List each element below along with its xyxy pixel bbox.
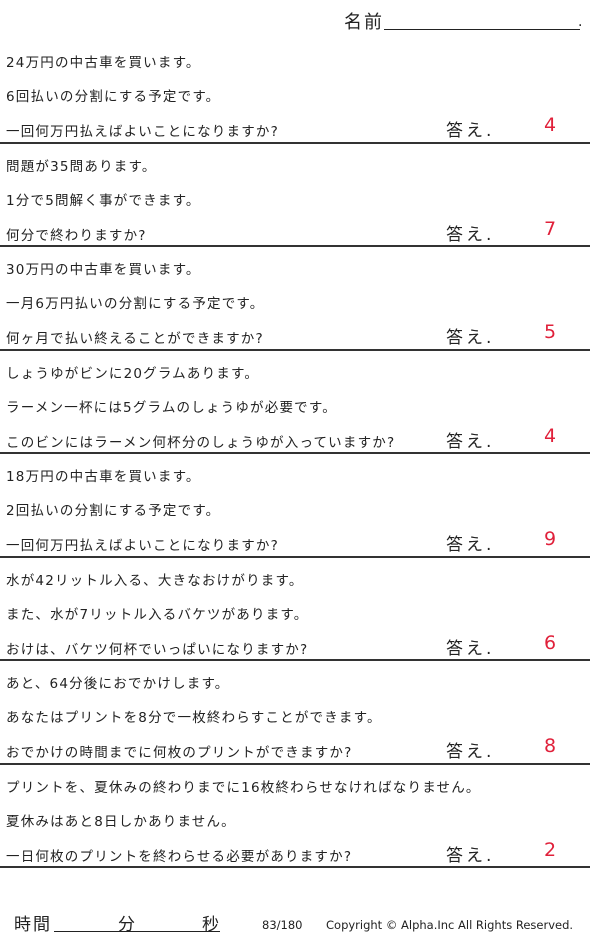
name-field: 名前 . xyxy=(344,8,584,33)
problem-6: 水が42リットル入る、大きなおけがります。 また、水が7リットル入るバケツがあり… xyxy=(0,558,590,661)
time-label: 時間 xyxy=(14,915,52,935)
problem-7: あと、64分後におでかけします。 あなたはプリントを8分で一枚終わらすことができ… xyxy=(0,661,590,765)
problem-question: 一回何万円払えばよいことになりますか? xyxy=(6,124,279,140)
problem-line: 夏休みはあと8日しかありません。 xyxy=(6,813,236,830)
problem-8: プリントを、夏休みの終わりまでに16枚終わらせなければなりません。 夏休みはあと… xyxy=(0,765,590,868)
answer-label: 答え. xyxy=(446,121,495,141)
problem-question: このビンにはラーメン何杯分のしょうゆが入っていますか? xyxy=(6,434,396,451)
answer-value: 6 xyxy=(544,631,557,654)
problem-question: 何分で終わりますか? xyxy=(6,227,147,244)
answer-label: 答え. xyxy=(446,535,495,555)
problem-list: 24万円の中古車を買います。 6回払いの分割にする予定です。 一回何万円払えばよ… xyxy=(0,40,590,868)
name-label: 名前 xyxy=(344,12,384,33)
problem-line: 問題が35問あります。 xyxy=(6,158,157,175)
problem-1: 24万円の中古車を買います。 6回払いの分割にする予定です。 一回何万円払えばよ… xyxy=(0,40,590,144)
answer-label: 答え. xyxy=(446,638,495,659)
answer-label: 答え. xyxy=(446,845,495,866)
problem-line: 2回払いの分割にする予定です。 xyxy=(6,503,221,519)
answer-label: 答え. xyxy=(446,742,495,762)
seconds-label: 秒 xyxy=(202,915,219,935)
problem-question: 一回何万円払えばよいことになりますか? xyxy=(6,538,279,554)
answer-label: 答え. xyxy=(446,431,495,452)
name-underline xyxy=(384,29,580,30)
problem-line: しょうゆがビンに20グラムあります。 xyxy=(6,365,260,382)
answer-value: 4 xyxy=(544,424,557,447)
problem-line: 24万円の中古車を買います。 xyxy=(6,55,201,71)
problem-line: 1分で5問解く事ができます。 xyxy=(6,192,201,209)
answer-value: 5 xyxy=(544,321,557,343)
problem-line: プリントを、夏休みの終わりまでに16枚終わらせなければなりません。 xyxy=(6,779,481,796)
answer-value: 9 xyxy=(544,528,557,550)
answer-label: 答え. xyxy=(446,224,495,245)
answer-value: 8 xyxy=(544,735,557,757)
problem-3: 30万円の中古車を買います。 一月6万円払いの分割にする予定です。 何ヶ月で払い… xyxy=(0,247,590,351)
name-end-dot: . xyxy=(578,14,583,30)
problem-line: 18万円の中古車を買います。 xyxy=(6,469,201,485)
problem-line: 30万円の中古車を買います。 xyxy=(6,262,201,278)
problem-line: 6回払いの分割にする予定です。 xyxy=(6,89,221,105)
time-underline xyxy=(54,931,220,932)
problem-question: おけは、バケツ何杯でいっぱいになりますか? xyxy=(6,641,309,658)
answer-value: 4 xyxy=(544,114,557,136)
problem-question: 何ヶ月で払い終えることができますか? xyxy=(6,331,264,347)
answer-value: 7 xyxy=(544,217,557,240)
problem-line: あと、64分後におでかけします。 xyxy=(6,676,230,692)
page-number: 83/180 xyxy=(262,918,303,932)
problem-question: 一日何枚のプリントを終わらせる必要がありますか? xyxy=(6,848,353,865)
problem-4: しょうゆがビンに20グラムあります。 ラーメン一杯には5グラムのしょうゆが必要で… xyxy=(0,351,590,454)
problem-5: 18万円の中古車を買います。 2回払いの分割にする予定です。 一回何万円払えばよ… xyxy=(0,454,590,558)
problem-question: おでかけの時間までに何枚のプリントができますか? xyxy=(6,745,353,761)
footer: 時間 分 秒 83/180 Copyright © Alpha.Inc All … xyxy=(0,908,600,936)
problem-line: 一月6万円払いの分割にする予定です。 xyxy=(6,296,265,312)
problem-2: 問題が35問あります。 1分で5問解く事ができます。 何分で終わりますか? 答え… xyxy=(0,144,590,247)
problem-line: 水が42リットル入る、大きなおけがります。 xyxy=(6,572,304,589)
minutes-label: 分 xyxy=(118,915,135,935)
answer-label: 答え. xyxy=(446,328,495,348)
problem-line: ラーメン一杯には5グラムのしょうゆが必要です。 xyxy=(6,399,337,416)
problem-line: あなたはプリントを8分で一枚終わらすことができます。 xyxy=(6,710,382,726)
problem-line: また、水が7リットル入るバケツがあります。 xyxy=(6,606,309,623)
copyright-text: Copyright © Alpha.Inc All Rights Reserve… xyxy=(326,918,574,932)
answer-value: 2 xyxy=(544,838,557,861)
